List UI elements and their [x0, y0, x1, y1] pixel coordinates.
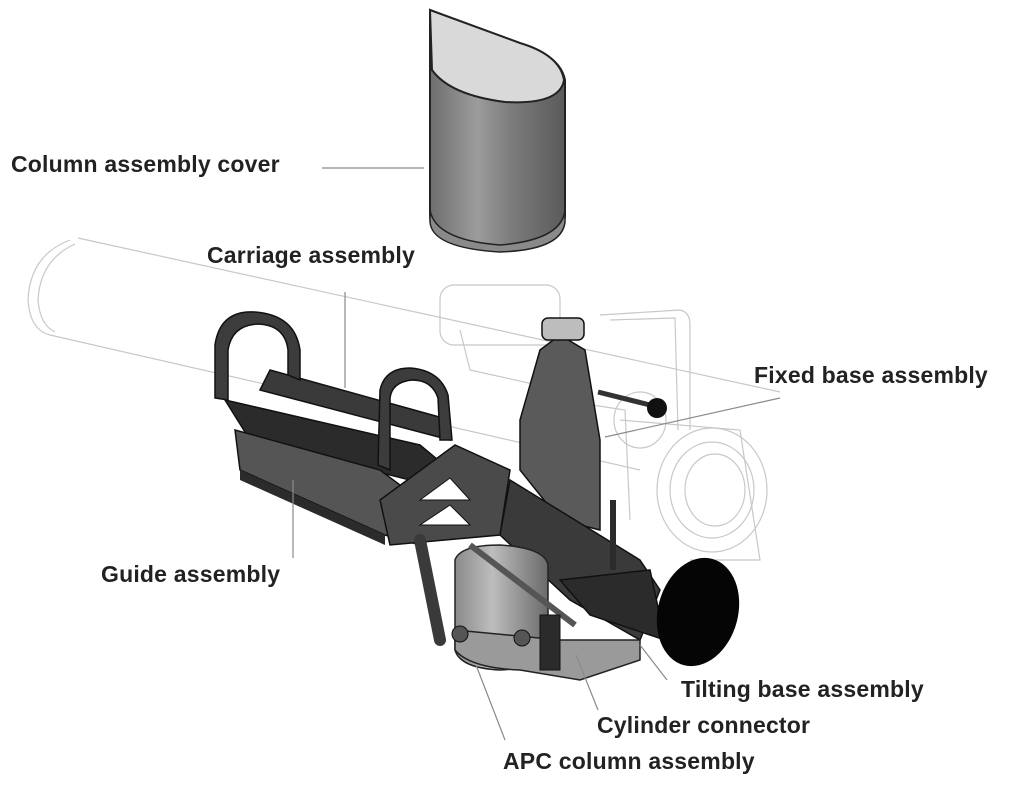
label-cylinder-connector: Cylinder connector: [597, 712, 811, 738]
label-carriage-assembly: Carriage assembly: [207, 242, 415, 268]
leader-fixed-base: [604, 397, 781, 438]
label-apc-column-assembly: APC column assembly: [503, 748, 755, 774]
pivot-bracket: [379, 444, 511, 546]
label-guide-assembly: Guide assembly: [101, 561, 281, 587]
label-column-assembly-cover: Column assembly cover: [11, 151, 280, 177]
label-tilting-base-assembly: Tilting base assembly: [681, 676, 924, 702]
cylinder-connector: [468, 542, 577, 671]
column-assembly-cover: [428, 8, 566, 253]
leader-lines: [292, 167, 781, 741]
ghost-launcher-tube: [27, 237, 781, 471]
tilting-base-assembly: [499, 478, 740, 667]
label-fixed-base-assembly: Fixed base assembly: [754, 362, 988, 388]
leader-cylinder-connector: [575, 654, 599, 711]
leader-apc-column: [475, 664, 506, 741]
fixed-base-assembly: [519, 317, 667, 531]
leader-tilting-base: [639, 644, 668, 681]
